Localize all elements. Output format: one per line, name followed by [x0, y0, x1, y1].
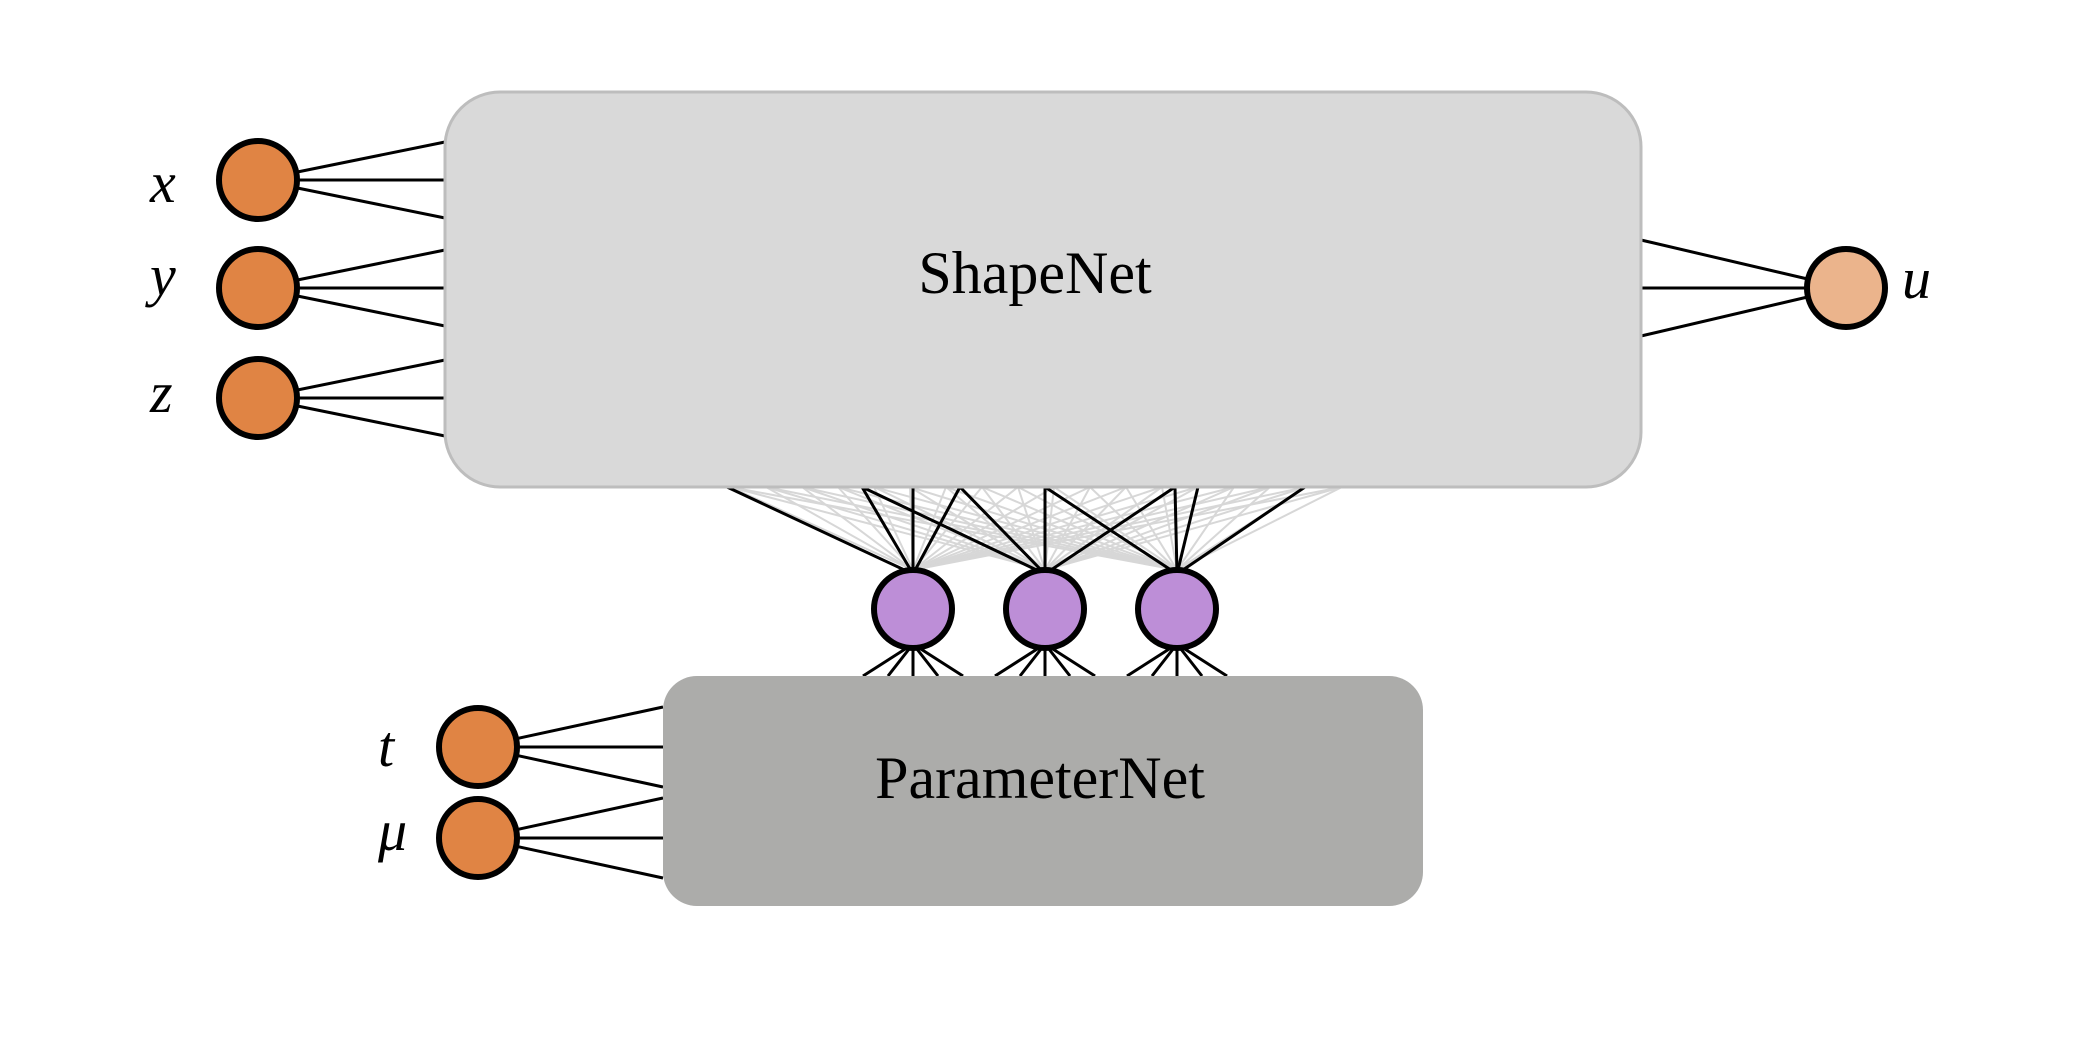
faint-edge-latent	[912, 486, 1019, 571]
input-node-x	[216, 138, 300, 222]
output-node-u	[1804, 246, 1888, 330]
edge-latent-to-shapenet	[1173, 486, 1179, 575]
faint-edge-latent	[912, 486, 1163, 571]
faint-edge-latent	[765, 486, 914, 571]
faint-edge-latent	[1044, 486, 1163, 571]
faint-edge-latent	[1044, 486, 1127, 571]
faint-edge-latent	[873, 486, 914, 571]
input-node-mu	[436, 796, 520, 880]
latent-node	[1003, 567, 1087, 651]
faint-edge-latent	[981, 486, 1046, 571]
edge-latent-to-shapenet	[958, 485, 1047, 576]
faint-edge-latent	[912, 486, 1199, 571]
faint-edge-latent	[1017, 486, 1046, 571]
faint-connection-group	[729, 486, 1343, 571]
input-label-x: x	[149, 150, 176, 215]
faint-edge-latent	[1089, 486, 1178, 571]
faint-edge-latent	[801, 486, 914, 571]
output-label-u: u	[1902, 246, 1931, 311]
input-label-z: z	[149, 360, 173, 425]
latent-node	[871, 567, 955, 651]
parameternet-label: ParameterNet	[875, 745, 1205, 811]
input-node-z	[216, 356, 300, 440]
faint-edge-latent	[765, 486, 1046, 571]
faint-edge-latent	[1161, 486, 1178, 571]
edge-latent-to-shapenet	[860, 486, 915, 575]
latent-node	[1135, 567, 1219, 651]
faint-edge-latent	[1044, 486, 1343, 571]
edge-latent-to-shapenet	[1044, 485, 1178, 576]
faint-edge-latent	[1044, 486, 1271, 571]
shapenet-label: ShapeNet	[918, 240, 1152, 306]
faint-edge-latent	[912, 486, 1127, 571]
faint-edge-latent	[873, 486, 1178, 571]
edge-latent-to-shapenet	[911, 486, 962, 575]
faint-edge-latent	[729, 486, 1178, 571]
faint-edge-latent	[909, 486, 1046, 571]
input-label-y: y	[145, 243, 176, 308]
edge-latent-to-shapenet	[861, 485, 1046, 576]
node-group	[216, 138, 1888, 880]
input-node-y	[216, 246, 300, 330]
input-node-t	[436, 705, 520, 789]
input-label-mu: μ	[377, 798, 407, 863]
parameternet-block	[663, 676, 1423, 906]
faint-edge-latent	[912, 486, 1271, 571]
faint-edge-latent	[1044, 486, 1235, 571]
edge-latent-to-shapenet	[1176, 485, 1306, 576]
input-label-t: t	[378, 714, 396, 779]
faint-edge-latent	[912, 486, 947, 571]
faint-edge-latent	[912, 486, 1055, 571]
faint-edge-latent	[1044, 486, 1091, 571]
faint-edge-latent	[801, 486, 1178, 571]
faint-edge-latent	[981, 486, 1178, 571]
faint-edge-latent	[837, 486, 914, 571]
faint-edge-latent	[912, 486, 1343, 571]
shapenet-block	[443, 90, 1643, 489]
edge-latent-to-shapenet	[726, 485, 914, 576]
edge-latent-to-shapenet	[1175, 486, 1200, 575]
faint-edge-latent	[945, 486, 1178, 571]
faint-edge-latent	[873, 486, 1046, 571]
faint-edge-latent	[1176, 486, 1271, 571]
faint-edge-latent	[765, 486, 1178, 571]
faint-edge-latent	[1176, 486, 1235, 571]
faint-edge-latent	[729, 486, 914, 571]
faint-edge-latent	[912, 486, 1235, 571]
faint-edge-latent	[1125, 486, 1178, 571]
